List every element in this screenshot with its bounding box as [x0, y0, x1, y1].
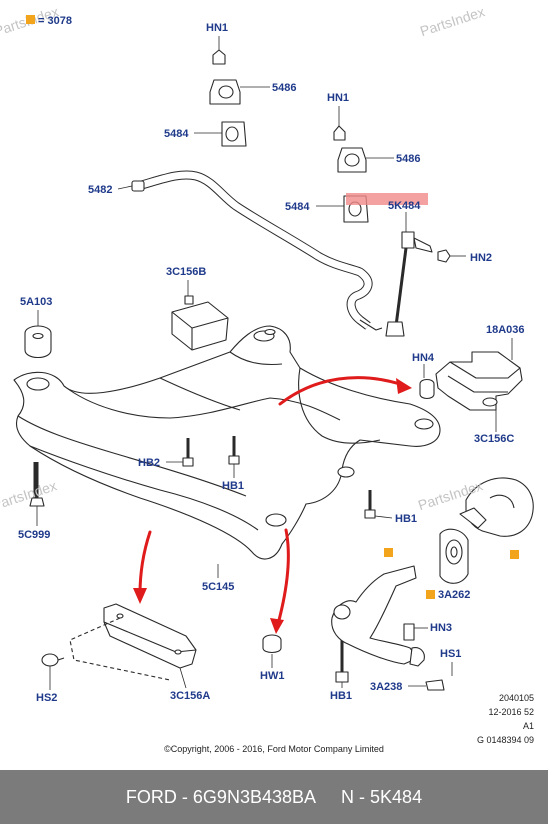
marker-3078	[426, 590, 435, 599]
callout-5486: 5486	[396, 153, 421, 165]
legend-text: = 3078	[38, 15, 72, 27]
callout-hn2: HN2	[470, 252, 493, 264]
callout-3a262: 3A262	[438, 589, 471, 601]
callout-hb1: HB1	[330, 690, 353, 702]
callout-18a036: 18A036	[486, 324, 525, 336]
stabilizer-bushing-right	[333, 125, 369, 223]
exploded-parts-diagram	[13, 36, 534, 691]
callout-hs1: HS1	[440, 648, 462, 660]
lower-control-arm	[331, 565, 445, 691]
callout-hb1: HB1	[222, 480, 245, 492]
callout-3a238: 3A238	[370, 681, 403, 693]
drawing-code: 2040105	[498, 693, 534, 703]
legend-marker	[26, 15, 35, 24]
stabilizer-bushing-left	[209, 49, 247, 147]
highlight-band	[346, 193, 428, 205]
callout-hn1: HN1	[327, 92, 350, 104]
callout-5484: 5484	[164, 128, 189, 140]
front-subframe	[13, 325, 441, 560]
arm-bracket	[459, 477, 534, 537]
callout-5482: 5482	[88, 184, 113, 196]
marker-3078	[510, 550, 519, 559]
module-3c156c	[419, 351, 523, 411]
footer-reference: N - 5K484	[341, 786, 423, 807]
footer-bar: FORD - 6G9N3B438BA N - 5K484	[0, 770, 548, 824]
footer-gap	[316, 787, 341, 808]
callout-hn1: HN1	[206, 22, 229, 34]
copyright: ©Copyright, 2006 - 2016, Ford Motor Comp…	[164, 744, 384, 754]
callout-hn3: HN3	[430, 622, 453, 634]
callout-5k484: 5K484	[388, 200, 421, 212]
bracket-3c156a	[69, 603, 197, 681]
footer-brand: FORD	[125, 786, 177, 807]
arrow-heads	[133, 378, 412, 634]
fasteners	[29, 436, 376, 683]
bushing-3a262	[439, 528, 469, 584]
callout-5486: 5486	[272, 82, 297, 94]
callout-3c156b: 3C156B	[166, 266, 207, 278]
stabilizer-bar	[131, 170, 373, 330]
leader-lines	[36, 36, 513, 690]
callout-5c145: 5C145	[202, 581, 235, 593]
footer-part-number: 6G9N3B438BA	[192, 786, 317, 807]
callout-hn4: HN4	[412, 352, 435, 364]
drawing-rev: A1	[522, 721, 534, 731]
callout-hs2: HS2	[36, 692, 58, 704]
footer-sep: -	[176, 786, 193, 807]
stabilizer-link	[359, 231, 451, 337]
callout-3c156a: 3C156A	[170, 690, 211, 702]
marker-3078	[384, 548, 393, 557]
drawing-date: 12-2016 52	[488, 707, 534, 717]
callout-hb2: HB2	[138, 457, 161, 469]
callout-5c999: 5C999	[18, 529, 51, 541]
module-3c156b	[171, 295, 229, 351]
callout-5a103: 5A103	[20, 296, 53, 308]
callout-5484: 5484	[285, 201, 310, 213]
callout-hb1: HB1	[395, 513, 418, 525]
drawing-number: G 0148394 09	[476, 735, 534, 745]
callout-hw1: HW1	[260, 670, 285, 682]
callout-3c156c: 3C156C	[474, 433, 515, 445]
bushing-5a103	[24, 325, 52, 359]
